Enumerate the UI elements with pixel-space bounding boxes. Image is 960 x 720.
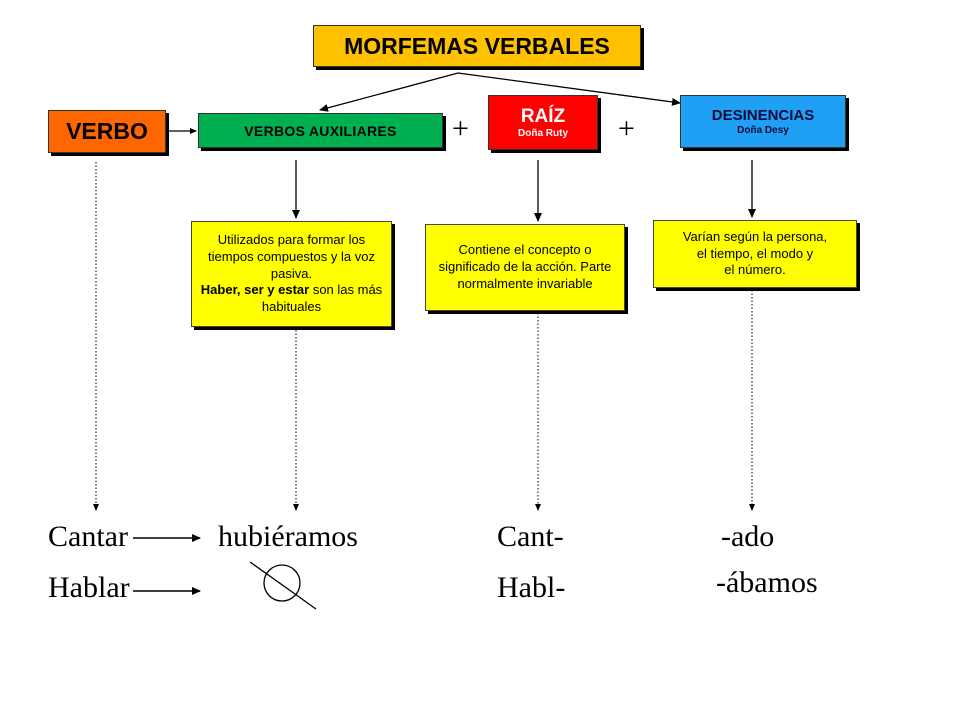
auxiliares-description: Utilizados para formar los tiempos compu… <box>191 221 392 327</box>
auxiliares-desc-bold: Haber, ser y estar <box>200 282 310 298</box>
auxiliares-box: VERBOS AUXILIARES <box>198 113 443 148</box>
title-box: MORFEMAS VERBALES <box>313 25 641 67</box>
verbo-label: VERBO <box>66 118 148 144</box>
raiz-box: RAÍZ Doña Ruty <box>488 95 598 150</box>
raiz-desc-text: Contiene el concepto o significado de la… <box>438 242 612 291</box>
auxiliares-desc-second: Haber, ser y estar son las más habituale… <box>196 282 387 316</box>
plus-sign-1: + <box>452 112 469 145</box>
auxiliares-label: VERBOS AUXILIARES <box>244 122 397 139</box>
example-cant: Cant- <box>497 520 564 553</box>
example-cantar: Cantar <box>48 520 128 553</box>
page-title: MORFEMAS VERBALES <box>344 32 610 59</box>
empty-set-icon <box>249 561 317 610</box>
desinencias-box: DESINENCIAS Doña Desy <box>680 95 846 148</box>
desinencias-description: Varían según la persona, el tiempo, el m… <box>653 220 857 288</box>
raiz-description: Contiene el concepto o significado de la… <box>425 224 625 311</box>
example-ado: -ado <box>721 520 775 553</box>
title-to-desinencias-arrow <box>457 72 681 106</box>
auxiliares-desc-rest: son las más habituales <box>261 282 383 315</box>
example-hubieramos: hubiéramos <box>218 520 358 553</box>
desinencias-desc-line1: Varían según la persona, <box>682 228 828 244</box>
plus-sign-2: + <box>618 112 635 145</box>
desinencias-subtitle: Doña Desy <box>737 124 789 136</box>
raiz-subtitle: Doña Ruty <box>518 127 568 139</box>
example-hablar: Hablar <box>48 571 130 604</box>
auxiliares-desc-text: Utilizados para formar los tiempos compu… <box>208 231 375 281</box>
example-habl: Habl- <box>497 571 566 604</box>
title-to-aux-arrow <box>319 72 459 112</box>
raiz-title: RAÍZ <box>520 105 566 127</box>
verbo-box: VERBO <box>48 110 166 153</box>
desinencias-desc-line2: el tiempo, el modo y <box>696 245 814 261</box>
desinencias-title: DESINENCIAS <box>711 106 815 124</box>
desinencias-desc-line3: el número. <box>724 262 786 278</box>
example-abamos: -ábamos <box>716 566 818 599</box>
